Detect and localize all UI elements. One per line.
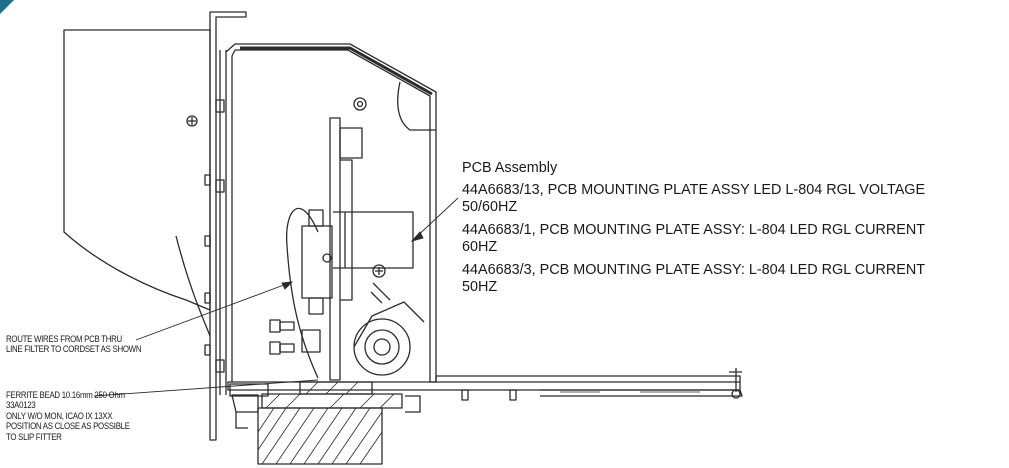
mounting-flange <box>209 11 247 441</box>
visor-body <box>63 29 211 311</box>
ground-screw <box>372 264 386 278</box>
route-wires-note-line: ROUTE WIRES FROM PCB THRU <box>6 334 122 345</box>
callout-item-3-line2: 50HZ <box>462 279 498 295</box>
visor-arc <box>175 235 211 337</box>
ferrite-note-line: POSITION AS CLOSE AS POSSIBLE <box>6 421 130 433</box>
corner-accent <box>0 0 14 14</box>
callout-item-3-line1: 44A6683/3, PCB MOUNTING PLATE ASSY: L-80… <box>462 261 926 278</box>
route-wires-note-line: LINE FILTER TO CORDSET AS SHOWN <box>6 344 142 356</box>
fitting-block <box>257 381 403 465</box>
line-filter <box>301 209 333 315</box>
pcb-assembly-callout: PCB Assembly 44A6683/13, PCB MOUNTING PL… <box>462 160 1002 297</box>
callout-item-1-line1: 44A6683/13, PCB MOUNTING PLATE ASSY LED … <box>462 181 926 198</box>
ferrite-note-line: ONLY W/O MON, ICAO IX 13XX <box>6 410 113 422</box>
housing-screw <box>353 97 367 111</box>
callout-title: PCB Assembly <box>462 160 558 176</box>
pcb-component-block <box>344 211 414 269</box>
callout-item-2-line2: 60HZ <box>462 239 498 255</box>
route-wires-note: ROUTE WIRES FROM PCB THRU LINE FILTER TO… <box>6 334 142 356</box>
callout-item-1-line2: 50/60HZ <box>462 199 518 215</box>
ferrite-note-line: TO SLIP FITTER <box>6 431 62 443</box>
pcb-plate <box>329 117 363 381</box>
ferrite-note-line: FERRITE BEAD 10.16mm 250 Ohm <box>6 390 125 401</box>
route-wires-leader-line <box>135 281 293 341</box>
ferrite-bead-note: FERRITE BEAD 10.16mm 250 Ohm 33A0123 ONL… <box>6 390 130 443</box>
callout-item-2-line1: 44A6683/1, PCB MOUNTING PLATE ASSY: L-80… <box>462 221 926 238</box>
mounting-base <box>227 368 743 401</box>
ferrite-leader-line <box>93 379 319 397</box>
ferrite-note-line: 33A0123 <box>6 400 36 412</box>
cord-clamp <box>353 301 425 376</box>
visor-screw <box>186 115 198 127</box>
